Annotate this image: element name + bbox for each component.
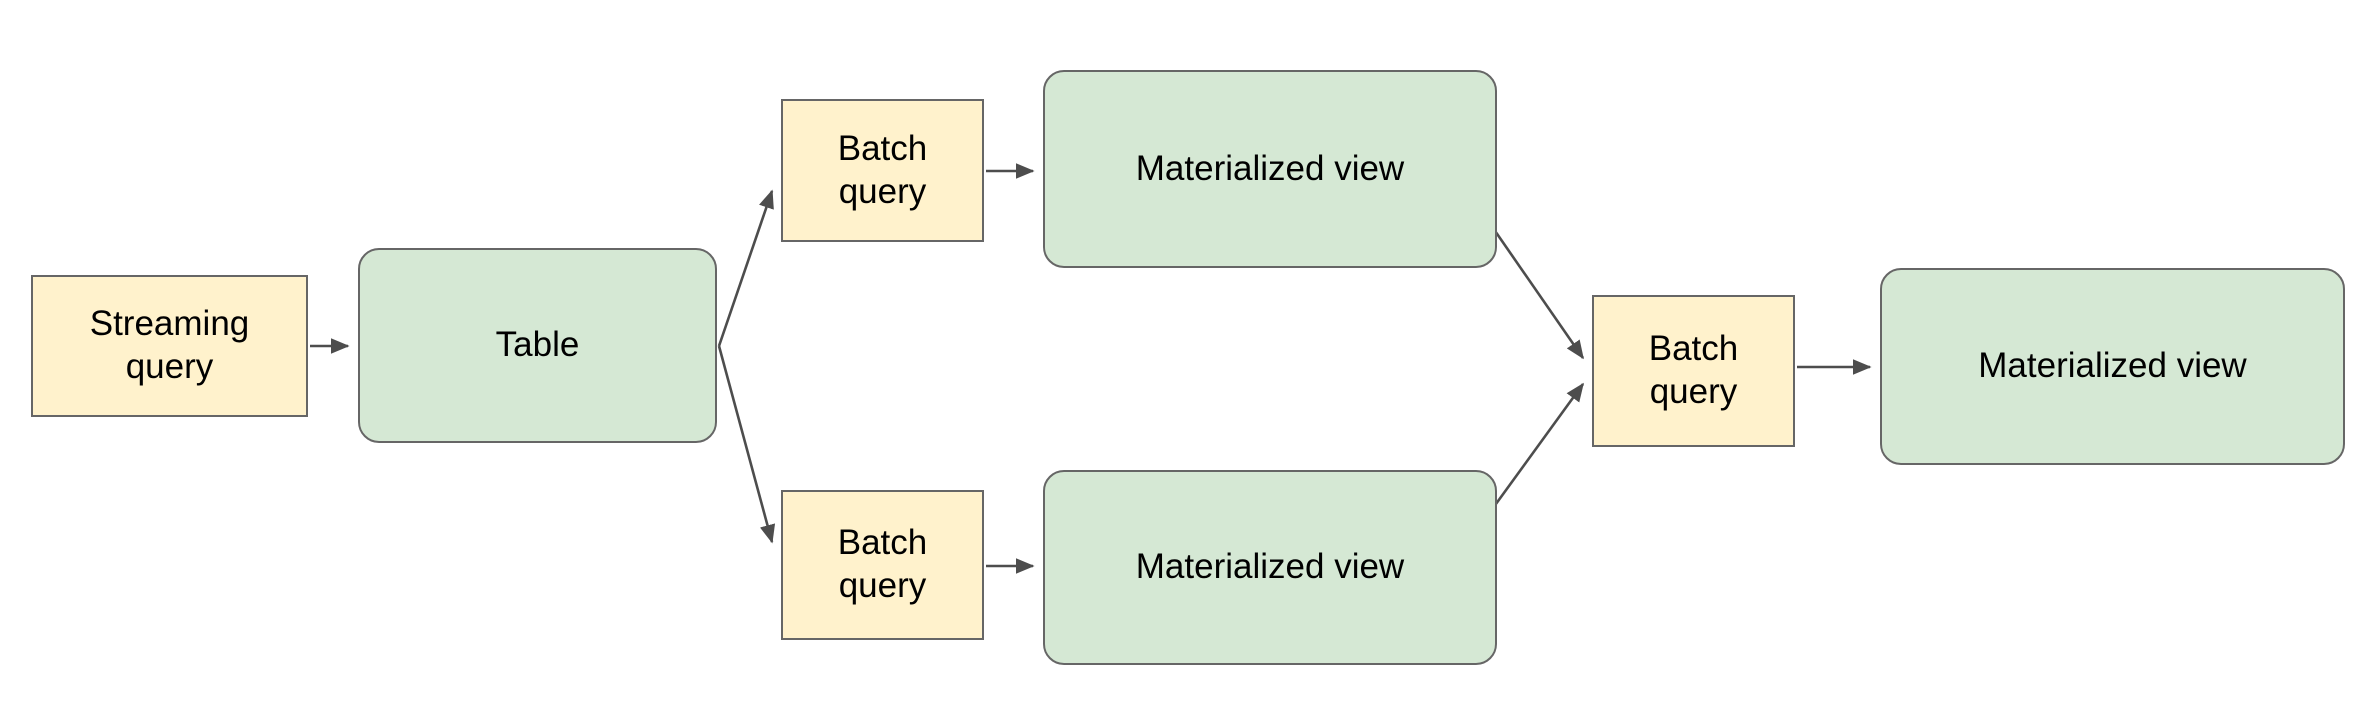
node-batch-query-top-label: Batch query (837, 128, 928, 211)
node-materialized-view-bottom[interactable]: Materialized view (1043, 470, 1497, 665)
node-batch-query-merge[interactable]: Batch query (1592, 295, 1795, 447)
node-materialized-view-final-label: Materialized view (1978, 346, 2247, 386)
node-materialized-view-bottom-label: Materialized view (1135, 547, 1405, 587)
edge-table-to-batch-query-top (717, 189, 774, 347)
node-batch-query-bottom[interactable]: Batch query (781, 490, 984, 640)
node-table[interactable]: Table (358, 248, 717, 443)
edge-table-to-batch-query-bottom (717, 345, 776, 544)
node-materialized-view-final[interactable]: Materialized view (1880, 268, 2345, 465)
node-batch-query-top[interactable]: Batch query (781, 99, 984, 242)
node-batch-query-merge-label: Batch query (1648, 329, 1739, 411)
edge-materialized-view-top-to-batch-query-merge (1491, 227, 1585, 360)
node-table-label: Table (495, 325, 580, 365)
node-streaming-query[interactable]: Streaming query (31, 275, 308, 417)
node-batch-query-bottom-label: Batch query (837, 523, 928, 605)
edge-materialized-view-bottom-to-batch-query-merge (1491, 382, 1585, 509)
node-materialized-view-top[interactable]: Materialized view (1043, 70, 1497, 268)
node-streaming-query-label: Streaming query (89, 304, 250, 386)
node-materialized-view-top-label: Materialized view (1135, 148, 1405, 188)
